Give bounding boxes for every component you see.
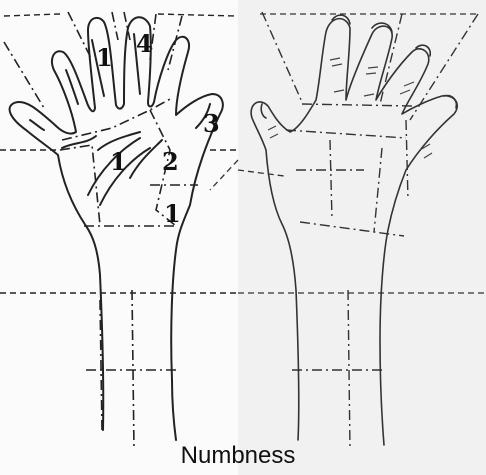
right-zone-lines (262, 12, 478, 450)
zone-label-wrist: 1 (164, 202, 181, 226)
right-hand-outline (251, 15, 457, 445)
diagram-caption: Numbness (0, 444, 476, 468)
zone-label-thenar: 2 (162, 150, 179, 174)
right-finger-creases (268, 58, 432, 158)
zone-label-palm-center: 1 (110, 150, 127, 174)
zone-label-middle: 4 (136, 32, 153, 56)
zone-label-ring: 3 (203, 112, 220, 136)
left-hand-outline (10, 17, 223, 440)
left-zone-lines (4, 12, 198, 450)
zone-label-index: 1 (96, 46, 113, 70)
